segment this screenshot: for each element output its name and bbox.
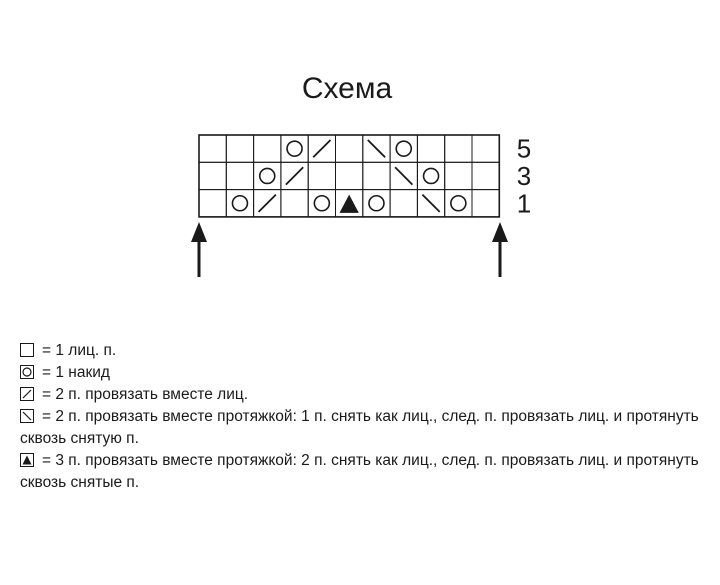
backslash-in-square-icon — [20, 409, 34, 423]
chart-cell-knit — [307, 161, 337, 191]
legend-text-k3tog: = 3 п. провязать вместе протяжкой: 2 п. … — [20, 452, 699, 491]
chart-cell-knit — [198, 134, 227, 163]
chart-cell-yo — [444, 189, 473, 218]
chart-cell-knit — [335, 134, 364, 163]
chart-cell-knit — [335, 161, 364, 191]
chart-title: Схема — [302, 72, 393, 105]
triangle-in-square-icon — [20, 453, 34, 467]
legend: = 1 лиц. п. = 1 накид = 2 п. провязать в… — [20, 340, 710, 494]
chart-cell-knit — [225, 161, 255, 191]
knitting-chart: Схема 531 — [191, 72, 531, 277]
chart-cell-knit — [198, 189, 227, 218]
circle-in-square-icon — [20, 365, 34, 379]
legend-text-knit: = 1 лиц. п. — [42, 342, 117, 359]
chart-cell-k3tog — [335, 189, 364, 218]
chart-cell-yo — [280, 134, 309, 163]
chart-cell-yo — [416, 161, 446, 191]
chart-border — [198, 134, 501, 218]
legend-text-k2tog: = 2 п. провязать вместе лиц. — [42, 386, 249, 403]
legend-item-yarn-over: = 1 накид — [20, 362, 710, 384]
chart-cell-knit — [444, 161, 473, 191]
chart-cell-knit — [198, 161, 227, 191]
chart-cell-knit — [416, 134, 446, 163]
chart-cell-skp — [362, 134, 391, 163]
row-number: 3 — [517, 161, 531, 191]
chart-cell-knit — [253, 134, 282, 163]
chart-cell-yo — [389, 134, 418, 163]
legend-item-k3tog: = 3 п. провязать вместе протяжкой: 2 п. … — [20, 450, 710, 494]
row-number: 5 — [517, 134, 531, 164]
legend-item-skp: = 2 п. провязать вместе протяжкой: 1 п. … — [20, 406, 710, 450]
chart-cell-k2tog — [280, 161, 309, 191]
chart-cell-knit — [471, 134, 500, 163]
chart-cell-yo — [362, 189, 391, 218]
legend-text-skp: = 2 п. провязать вместе протяжкой: 1 п. … — [20, 408, 699, 447]
row-number: 1 — [517, 188, 531, 218]
chart-cell-knit — [444, 134, 473, 163]
repeat-arrow-left — [191, 222, 207, 277]
chart-cell-skp — [389, 161, 418, 191]
chart-cell-yo — [225, 189, 255, 218]
row-numbers: 531 — [517, 134, 531, 219]
chart-cell-knit — [389, 189, 418, 218]
slash-in-square-icon — [20, 387, 34, 401]
chart-cell-knit — [225, 134, 255, 163]
chart-cell-k2tog — [253, 189, 282, 218]
chart-cell-knit — [471, 189, 500, 218]
chart-cell-yo — [307, 189, 337, 218]
legend-item-knit: = 1 лиц. п. — [20, 340, 710, 362]
chart-cell-k2tog — [307, 134, 337, 163]
empty-square-icon — [20, 343, 34, 357]
repeat-arrow-right — [492, 222, 508, 277]
legend-item-k2tog: = 2 п. провязать вместе лиц. — [20, 384, 710, 406]
chart-cell-knit — [362, 161, 391, 191]
chart-cell-yo — [253, 161, 282, 191]
chart-cell-skp — [416, 189, 446, 218]
chart-cell-knit — [471, 161, 500, 191]
chart-grid — [198, 134, 501, 218]
legend-text-yarn-over: = 1 накид — [42, 364, 110, 381]
chart-cell-knit — [280, 189, 309, 218]
